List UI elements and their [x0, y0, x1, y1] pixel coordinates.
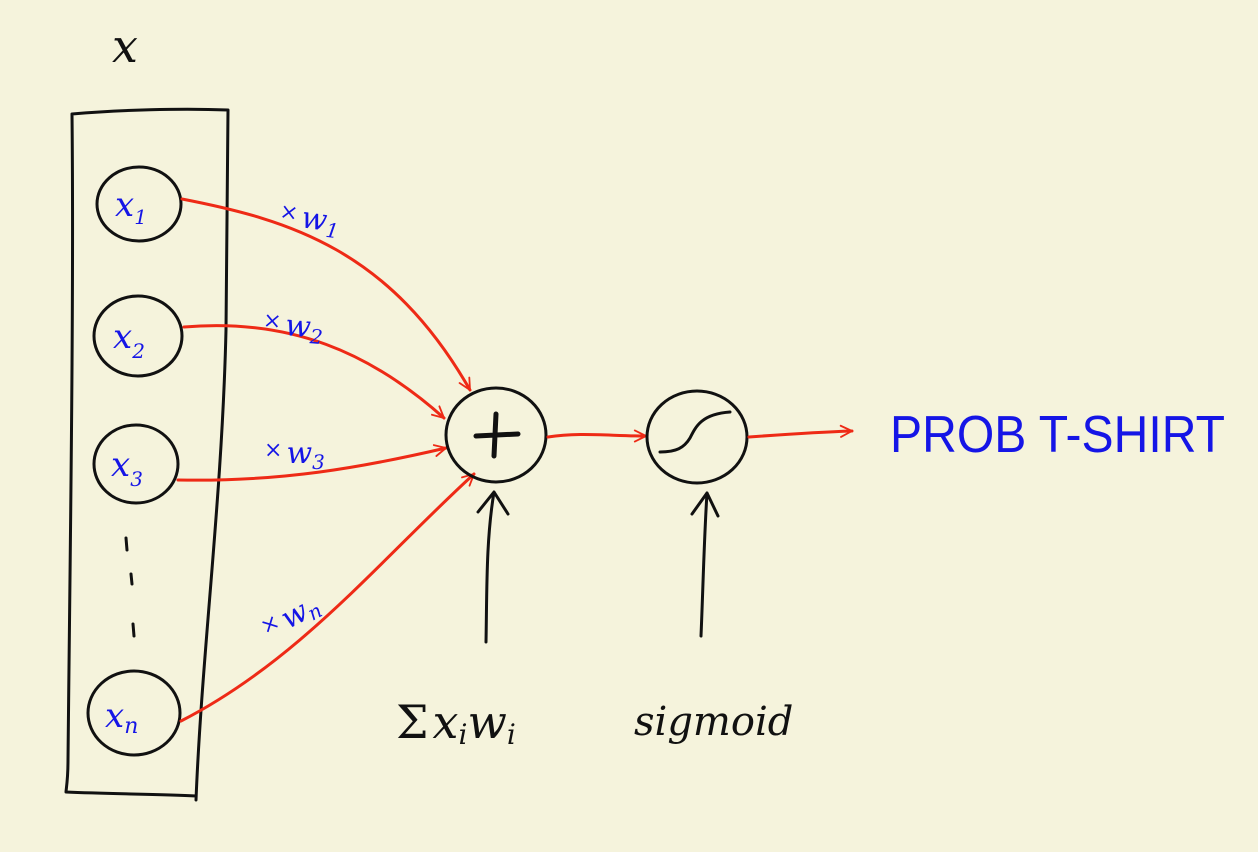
sigmoid-pointer-arrow — [690, 491, 720, 638]
output-label: PROB T-SHIRT — [890, 406, 1225, 464]
sum-formula-label: Σxiwi — [396, 695, 516, 751]
weight-label-2: ×w2 — [261, 306, 325, 349]
input-2-var: x — [113, 317, 132, 357]
connection-n — [179, 472, 476, 723]
weight-label-3: ×w3 — [264, 436, 325, 474]
input-vector-box — [64, 107, 230, 802]
sum-pointer-arrow — [476, 490, 510, 644]
input-n-var: x — [105, 696, 124, 736]
sigmoid-curve-icon — [658, 410, 732, 454]
sum-node — [444, 386, 548, 484]
input-node-2: x2 — [92, 294, 184, 378]
input-1-var: x — [115, 185, 134, 225]
input-node-1: x1 — [95, 165, 183, 243]
ellipsis-marks — [124, 536, 136, 638]
input-node-n: xn — [86, 669, 182, 757]
input-1-sub: 1 — [134, 205, 147, 229]
input-3-sub: 3 — [130, 467, 143, 491]
svg-text:x3: x3 — [111, 445, 143, 491]
vector-label: x — [112, 19, 138, 73]
svg-text:xn: xn — [105, 696, 138, 739]
connection-sum-to-sigmoid — [546, 429, 648, 443]
input-n-sub: n — [124, 714, 138, 739]
input-2-sub: 2 — [131, 339, 145, 363]
output-arrow — [747, 424, 854, 439]
connection-3 — [176, 444, 448, 482]
activation-label: sigmoid — [634, 699, 793, 745]
weight-label-1: ×w1 — [276, 197, 342, 243]
svg-text:x1: x1 — [115, 185, 147, 229]
sigmoid-node — [645, 389, 749, 485]
input-node-3: x3 — [92, 423, 180, 505]
connection-1 — [180, 197, 472, 392]
connection-2 — [182, 324, 446, 420]
plus-icon — [473, 411, 521, 459]
input-3-var: x — [111, 445, 130, 485]
svg-text:x2: x2 — [113, 317, 145, 363]
